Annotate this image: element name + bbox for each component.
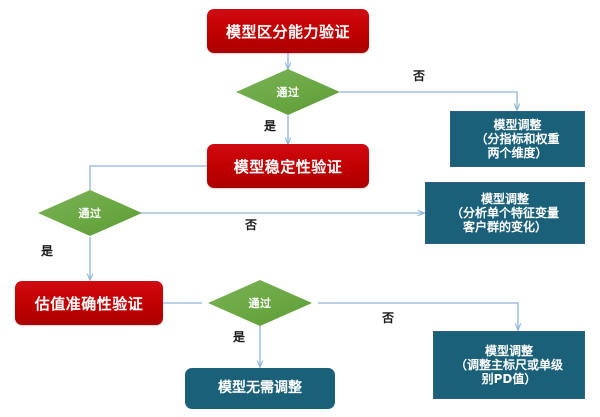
- edge-d1-no-to-action1: [340, 91, 517, 110]
- decision-label-1: 通过: [276, 86, 300, 99]
- action-node-adjust-masterscale-pd[interactable]: 模型调整 （调整主标尺或单级 别PD值）: [433, 331, 585, 399]
- process-node-valuation-accuracy[interactable]: 估值准确性验证: [15, 281, 163, 325]
- action-node-adjust-indicators-weights[interactable]: 模型调整 （分指标和权重 两个维度）: [450, 111, 585, 167]
- decision-node-pass-2[interactable]: 通过: [38, 190, 142, 236]
- action-3-line-1: 模型调整: [484, 343, 533, 358]
- edge-label-no-3: 否: [382, 311, 395, 325]
- edge-label-no-1: 否: [413, 69, 426, 83]
- edge-label-yes-1: 是: [264, 119, 277, 133]
- edge-label-yes-2: 是: [41, 244, 54, 258]
- action-3-line-3: 别PD值）: [481, 372, 537, 387]
- action-node-analyze-feature-variable[interactable]: 模型调整 （分析单个特征变量 客户群的变化）: [425, 182, 585, 244]
- edge-d3-no-to-action3: [318, 302, 518, 330]
- action-1-line-1: 模型调整: [493, 117, 542, 132]
- decision-label-3: 通过: [248, 297, 272, 310]
- edge-p2-to-d2: [89, 165, 208, 190]
- action-3-line-2: （调整主标尺或单级: [454, 357, 563, 372]
- process-node-model-discrimination[interactable]: 模型区分能力验证: [207, 9, 369, 53]
- decision-node-pass-3[interactable]: 通过: [208, 280, 312, 326]
- terminal-node-no-adjustment-needed[interactable]: 模型无需调整: [185, 368, 335, 409]
- edge-label-yes-3: 是: [233, 330, 246, 344]
- action-1-line-3: 两个维度）: [487, 146, 548, 161]
- action-2-line-1: 模型调整: [480, 191, 529, 206]
- action-2-line-3: 客户群的变化）: [462, 220, 547, 235]
- action-1-line-2: （分指标和权重: [475, 131, 560, 146]
- edge-label-no-2: 否: [245, 218, 258, 232]
- action-2-line-2: （分析单个特征变量: [450, 205, 559, 220]
- decision-label-2: 通过: [78, 207, 102, 220]
- process-node-model-stability[interactable]: 模型稳定性验证: [207, 144, 369, 188]
- decision-node-pass-1[interactable]: 通过: [236, 69, 340, 115]
